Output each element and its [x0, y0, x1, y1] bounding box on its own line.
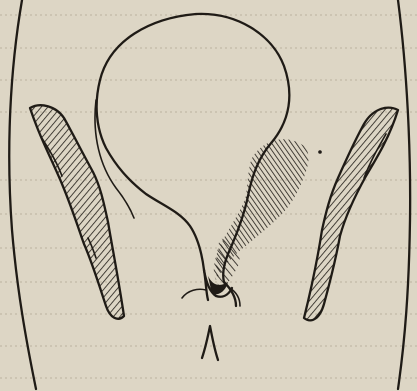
ink-dot: [318, 150, 322, 154]
organ-outline: [100, 14, 289, 306]
left-hatched-structure: [30, 105, 124, 319]
left-outer-contour: [9, 0, 36, 389]
central-organ: [95, 14, 308, 306]
bottom-wedge: [202, 326, 218, 360]
right-outer-contour: [398, 0, 410, 389]
